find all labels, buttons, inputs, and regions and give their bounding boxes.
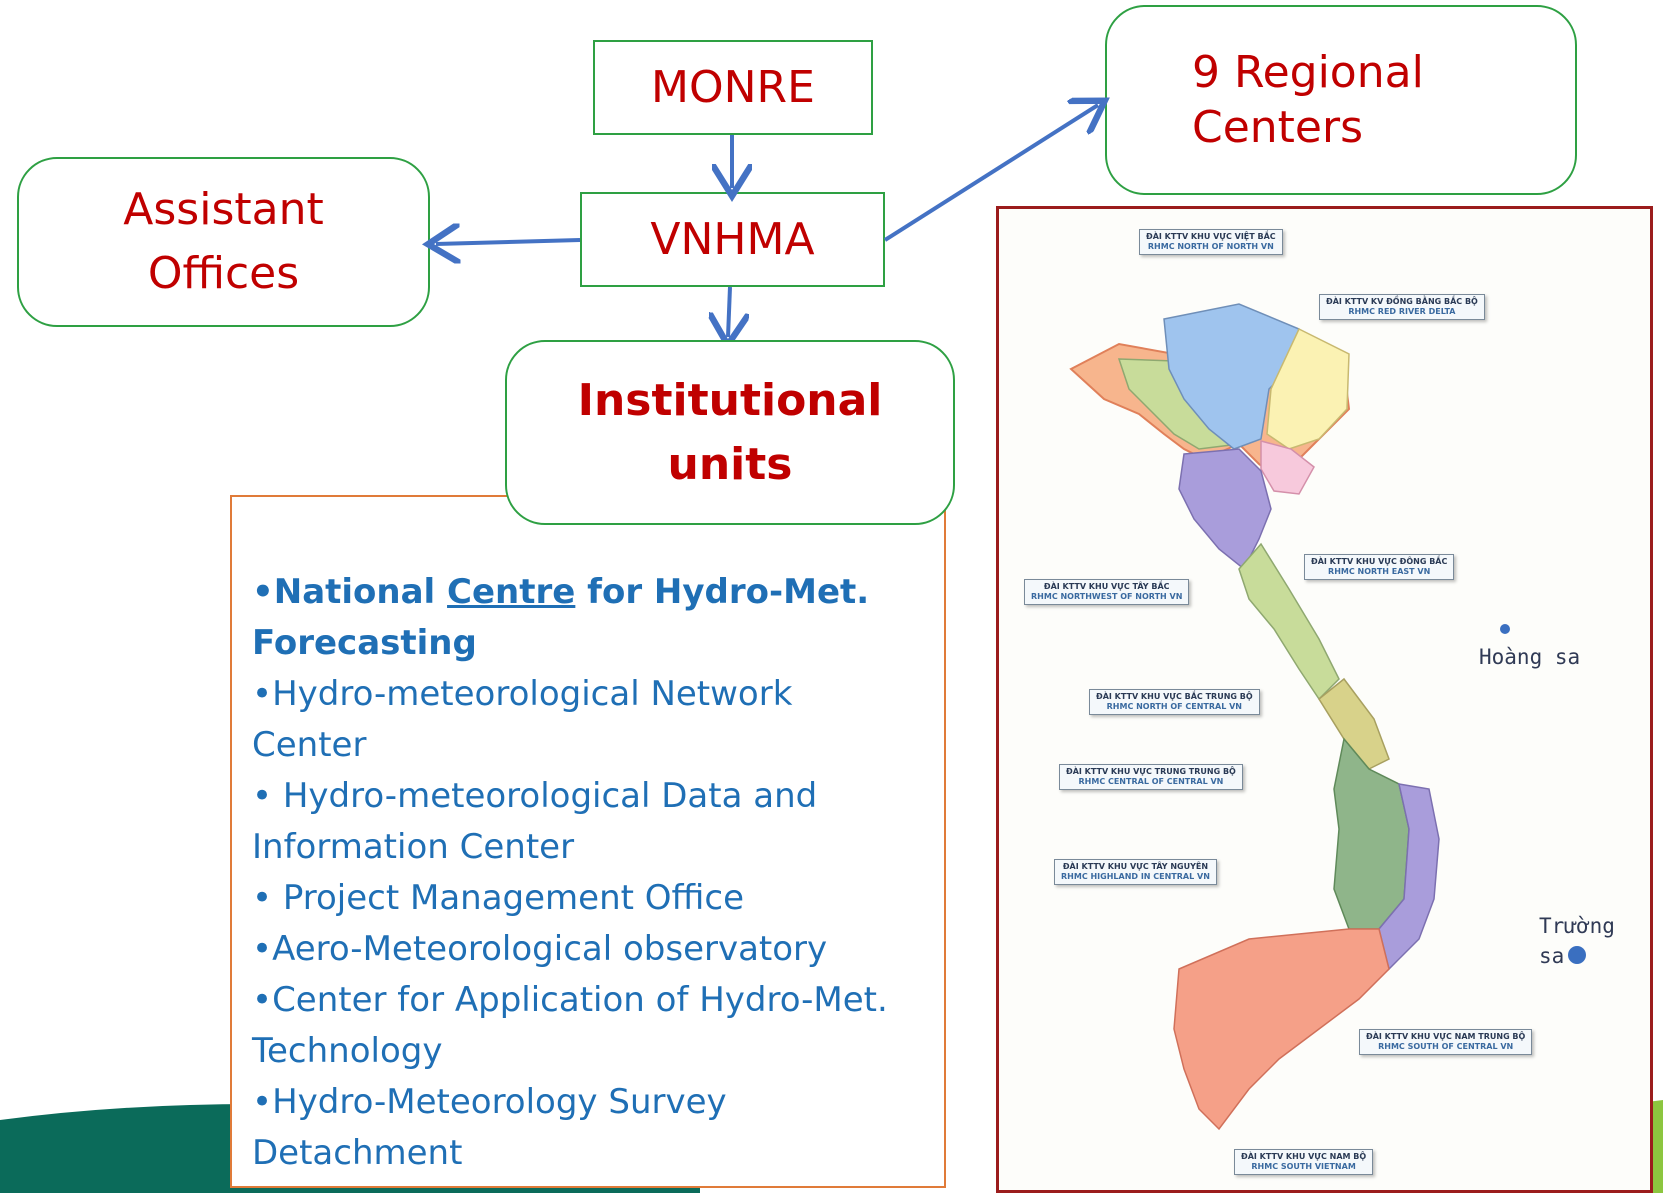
vietnam-map-shape <box>1069 303 1586 1131</box>
unit-item-data-center: • Hydro-meteorological Data and <box>252 776 818 816</box>
unit-item-survey-detachment-cont: Detachment <box>252 1133 463 1173</box>
unit-item-aero-observatory: •Aero-Meteorological observatory <box>252 929 828 969</box>
unit-item-nchmf: •National Centre for Hydro-Met. <box>252 572 870 612</box>
truong-sa-label-line1: Trường <box>1539 914 1615 938</box>
arrow-vnhma-to-institutional <box>728 286 730 337</box>
unit-item-network-center-cont: Center <box>252 725 367 765</box>
unit-item-application-center: •Center for Application of Hydro-Met. <box>252 980 888 1020</box>
monre-box: MONRE <box>593 40 873 135</box>
arrow-vnhma-to-assistant <box>436 240 581 244</box>
hoang-sa-label: Hoàng sa <box>1479 645 1581 669</box>
institutional-units-list: •National Centre for Hydro-Met. Forecast… <box>230 495 946 1188</box>
truong-sa-label-line2: sa <box>1539 944 1565 968</box>
unit-item-network-center: •Hydro-meteorological Network <box>252 674 793 714</box>
unit-item-survey-detachment: •Hydro-Meteorology Survey <box>252 1082 727 1122</box>
unit-item-pmo: • Project Management Office <box>252 878 745 918</box>
unit-item-nchmf-cont: Forecasting <box>252 623 477 663</box>
unit-item-application-center-cont: Technology <box>252 1031 443 1071</box>
arrow-vnhma-to-regional <box>883 105 1098 242</box>
institutional-units-box: Institutional units <box>505 340 955 525</box>
unit-item-data-center-cont: Information Center <box>252 827 575 867</box>
regional-centers-box: 9 Regional Centers <box>1105 5 1577 195</box>
assistant-offices-box: Assistant Offices <box>17 157 430 327</box>
